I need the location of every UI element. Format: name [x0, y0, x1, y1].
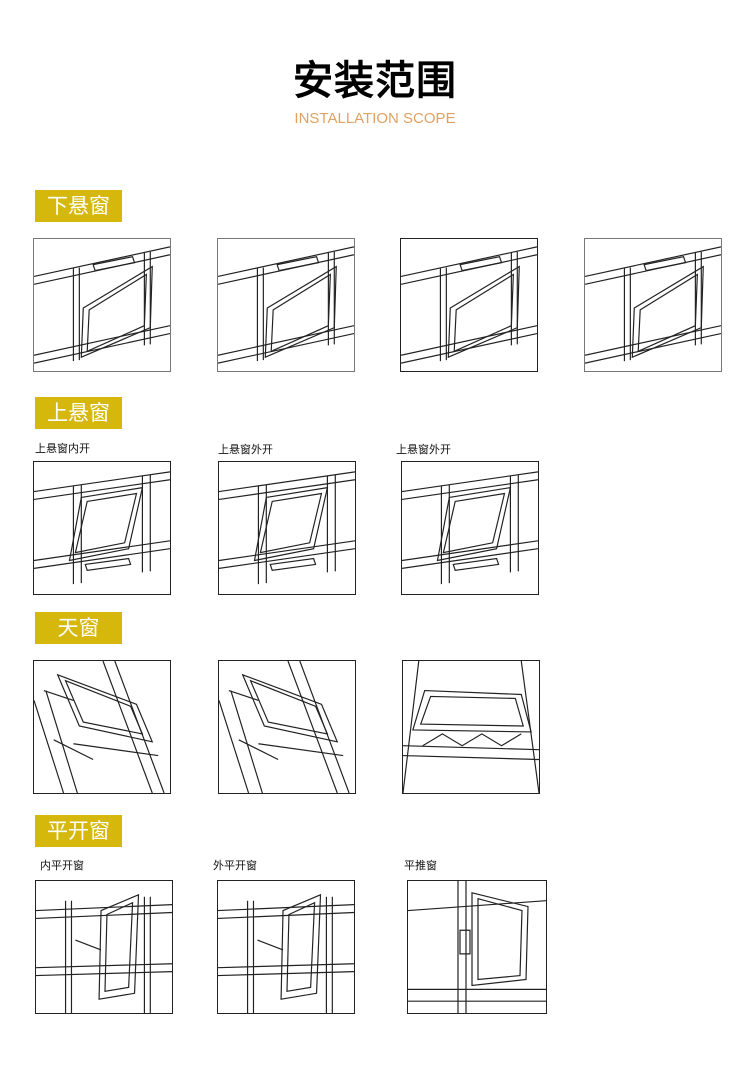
illustration-skylight-2: [218, 660, 356, 794]
window-line-drawing: [219, 471, 355, 585]
illustration-bottom-hung-4: [584, 238, 722, 372]
illustration-top-hung-2: [218, 461, 356, 595]
caption-inward-casement: 内平开窗: [40, 859, 84, 872]
window-line-drawing: [218, 246, 354, 364]
window-line-drawing: [34, 661, 165, 793]
window-line-drawing: [218, 893, 354, 1013]
window-line-drawing: [34, 471, 170, 585]
window-line-drawing: [403, 661, 539, 793]
section-badge-top-hung: 上悬窗: [35, 397, 122, 429]
page-subtitle: INSTALLATION SCOPE: [294, 110, 456, 127]
illustration-casement-1: [35, 880, 173, 1014]
illustration-top-hung-1: [33, 461, 171, 595]
caption-top-hung-inward: 上悬窗内开: [35, 442, 90, 455]
caption-top-hung-outward-2: 上悬窗外开: [396, 443, 451, 456]
illustration-bottom-hung-3: [400, 238, 538, 372]
caption-outward-casement: 外平开窗: [213, 859, 257, 872]
illustration-skylight-1: [33, 660, 171, 794]
section-badge-bottom-hung: 下悬窗: [35, 190, 122, 222]
caption-parallel-push: 平推窗: [404, 859, 437, 872]
section-badge-skylight: 天窗: [35, 612, 122, 644]
window-line-drawing: [36, 893, 172, 1013]
illustration-bottom-hung-1: [33, 238, 171, 372]
illustration-top-hung-3: [401, 461, 539, 595]
illustration-casement-3: [407, 880, 547, 1014]
window-line-drawing: [34, 246, 170, 364]
window-line-drawing: [402, 471, 538, 585]
window-line-drawing: [219, 661, 350, 793]
page-title: 安装范围: [293, 58, 457, 104]
illustration-bottom-hung-2: [217, 238, 355, 372]
caption-top-hung-outward-1: 上悬窗外开: [218, 443, 273, 456]
section-badge-casement: 平开窗: [35, 815, 122, 847]
window-line-drawing: [408, 881, 546, 1013]
illustration-skylight-3: [402, 660, 540, 794]
illustration-casement-2: [217, 880, 355, 1014]
window-line-drawing: [401, 246, 537, 364]
window-line-drawing: [585, 246, 721, 364]
